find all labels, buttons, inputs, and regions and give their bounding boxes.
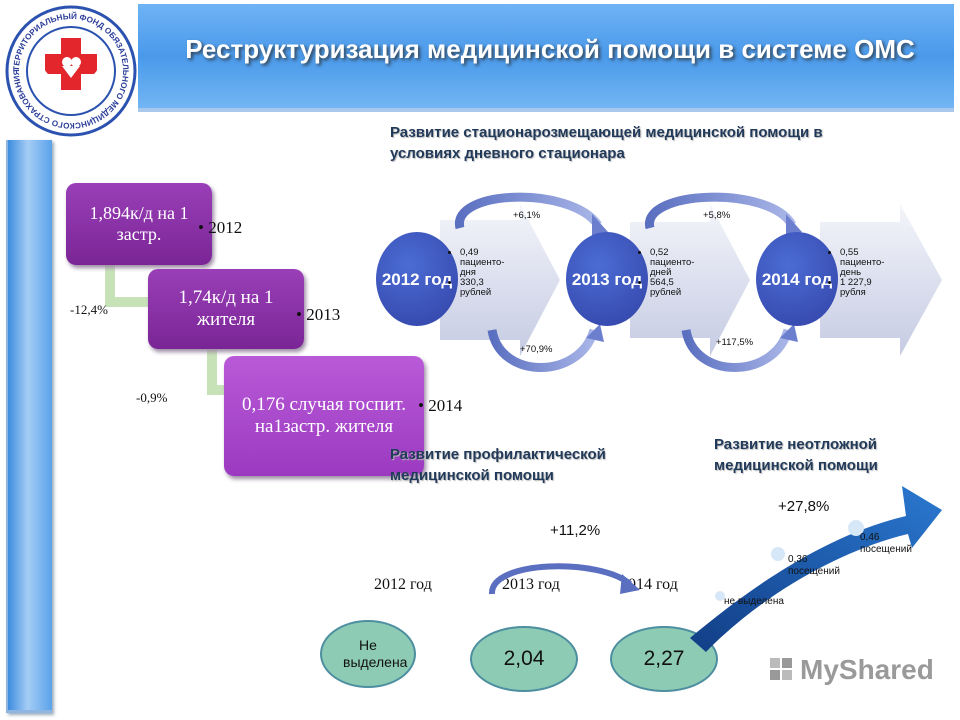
prophylactic-arrow xyxy=(488,563,640,595)
step-2014: 0,176 случая госпит. на1застр. жителя xyxy=(224,356,424,476)
step-2014-year: • 2014 xyxy=(418,396,463,415)
emergency-change: +27,8% xyxy=(778,498,830,515)
day-hospital-heading: Развитие стационарозмещающей медицинской… xyxy=(390,124,823,162)
step-2013-year: • 2013 xyxy=(296,305,341,324)
emergency-point-2014: 0,46 посещений xyxy=(860,532,912,555)
year-circle-2013: 2013 год xyxy=(566,232,648,326)
change-2014: -0,9% xyxy=(136,390,168,405)
step-2014-text: 0,176 случая госпит. на1застр. жителя xyxy=(241,394,407,437)
emergency-point-2013: 0,36 посещений xyxy=(788,554,840,577)
emergency-point-2012: не выделена xyxy=(724,596,784,607)
step-2012-text: 1,894к/д на 1 застр. xyxy=(89,203,189,244)
emergency-heading: Развитие неотложной медицинской помощи xyxy=(714,436,878,474)
header-banner xyxy=(138,4,954,112)
day-hospital-2013-items: 0,52 пациенто-дней564,5 рублей xyxy=(642,248,702,298)
watermark-icon xyxy=(770,658,794,682)
day-hospital-2014-items: 0,55 пациенто-день1 227,9 рубля xyxy=(832,248,896,298)
change-day-2013: +6,1% xyxy=(513,210,541,221)
watermark-text: MyShared xyxy=(800,654,934,685)
step-2012-year: • 2012 xyxy=(198,218,243,237)
fund-logo: ТЕРРИТОРИАЛЬНЫЙ ФОНД ОБЯЗАТЕЛЬНОГО МЕДИЦ… xyxy=(0,0,138,138)
emergency-arrow xyxy=(690,486,942,652)
prophylactic-value-2012: Не выделена xyxy=(320,620,416,688)
step-2013-text: 1,74к/д на 1 жителя xyxy=(178,287,274,330)
prophylactic-year-2012: 2012 год xyxy=(374,576,432,593)
page-title: Реструктуризация медицинской помощи в си… xyxy=(185,34,915,64)
prophylactic-heading: Развитие профилактической медицинской по… xyxy=(390,446,606,484)
prophylactic-value-2014: 2,27 xyxy=(610,626,718,692)
left-decorative-bar xyxy=(6,140,52,713)
step-2012: 1,894к/д на 1 застр. xyxy=(66,183,212,265)
year-circle-2014: 2014 год xyxy=(756,232,838,326)
prophylactic-value-2013: 2,04 xyxy=(470,626,578,692)
day-hospital-arrows xyxy=(440,192,942,372)
change-2013: -12,4% xyxy=(70,302,108,317)
day-hospital-2012-items: 0,49 пациенто-дня330,3 рублей xyxy=(452,248,512,298)
change-cost-2013: +70,9% xyxy=(520,344,553,355)
year-circle-2012: 2012 год xyxy=(376,232,458,326)
prophylactic-year-2013: 2013 год xyxy=(502,576,560,593)
prophylactic-change: +11,2% xyxy=(550,522,601,539)
step-2013: 1,74к/д на 1 жителя xyxy=(148,269,304,349)
change-day-2014: +5,8% xyxy=(703,210,731,221)
change-cost-2014: +117,5% xyxy=(716,337,754,348)
